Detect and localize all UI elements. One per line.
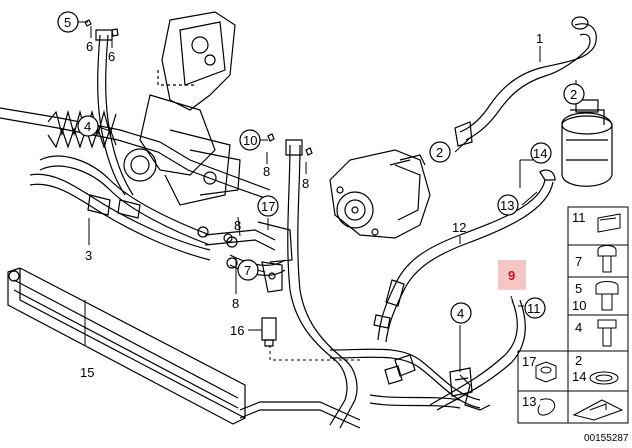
callout-4-left: 4 [84,119,91,134]
callout-17: 17 [261,199,275,214]
legend-10: 10 [572,298,586,313]
callout-6-left: 6 [86,39,93,54]
callout-10: 10 [243,133,257,148]
legend-2: 2 [575,353,582,368]
callout-circles [57,11,585,324]
callout-8-b: 8 [302,176,309,191]
callout-8-c: 8 [234,218,241,233]
reference-number: 00155287 [584,433,629,444]
callout-3: 3 [85,248,92,263]
legend-13: 13 [522,394,536,409]
callout-12: 12 [452,220,466,235]
legend-4: 4 [575,320,582,335]
callout-9-highlighted: 9 [508,268,515,283]
oil-cooler-drawing [7,267,361,429]
legend-17: 17 [522,354,536,369]
hose-lines-left [29,29,286,277]
steering-rack-drawing [0,11,271,206]
legend-7: 7 [575,254,582,269]
callout-15: 15 [80,365,94,380]
hose-lines-center [285,139,556,429]
callout-7: 7 [244,263,251,278]
legend-14: 14 [572,369,586,384]
callout-16: 16 [230,323,244,338]
callout-4-bottom: 4 [457,306,464,321]
legend-labels: 11 7 5 10 4 17 2 14 13 [522,210,586,409]
parts-legend [517,206,629,424]
legend-5: 5 [575,281,582,296]
callout-14: 14 [533,146,547,161]
callout-2-top: 2 [570,87,577,102]
steering-pump-drawing [329,149,431,239]
callout-6-right: 6 [108,49,115,64]
callout-2-mid: 2 [436,145,443,160]
callout-8-a: 8 [263,164,270,179]
highlight-box [498,260,526,290]
callout-13: 13 [500,198,514,213]
callout-5: 5 [64,15,71,30]
callout-1: 1 [536,31,543,46]
legend-11: 11 [572,210,586,225]
callout-8-d: 8 [232,296,239,311]
callout-11: 11 [527,301,541,316]
washer-seals [84,19,313,347]
hose-1-and-reservoir [454,16,613,187]
callout-numbers: 5 6 6 4 3 10 8 8 8 8 17 7 16 15 1 2 2 14… [64,15,577,380]
